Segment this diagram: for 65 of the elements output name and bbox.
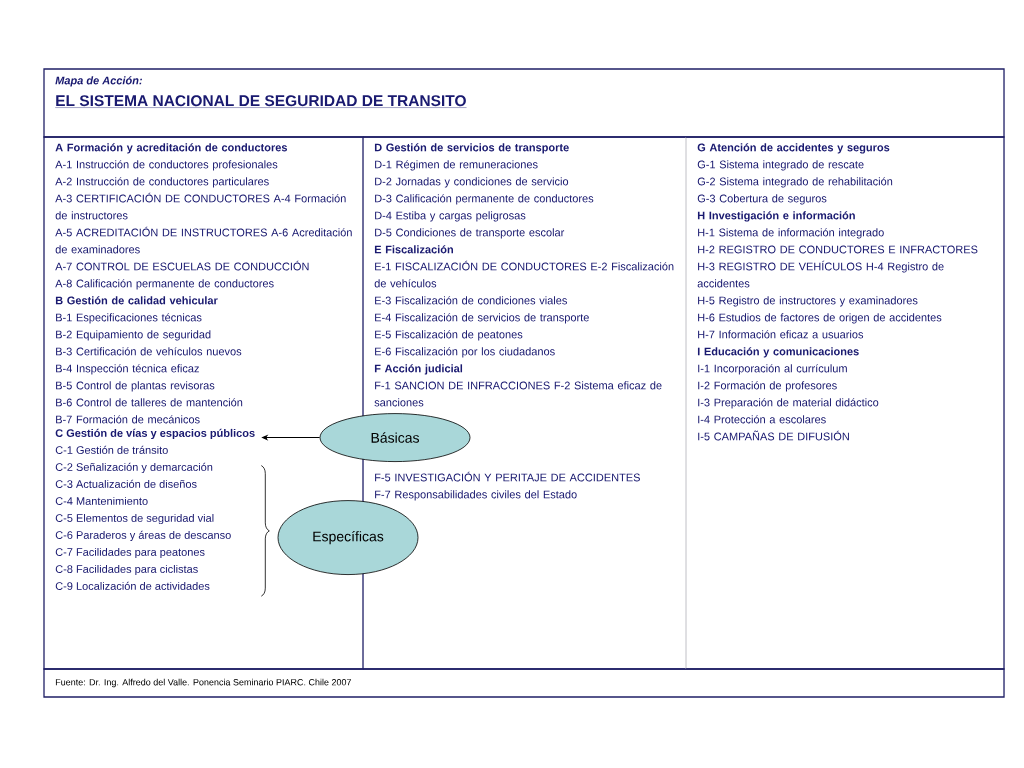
subtitle: Mapa de Acción: [55,76,143,87]
list-item: C-6 Paraderos y áreas de descanso [55,530,231,542]
section-heading: I Educación y comunicaciones [697,347,859,358]
list-item: H-3 REGISTRO DE VEHÍCULOS H-4 Registro de accidentes [697,260,944,288]
list-item: H-6 Estudios de factores de origen de accidentes [698,313,942,324]
list-item: F-7 Responsabilidades civiles del Estado [375,490,577,501]
list-item: B-2 Equipamiento de seguridad [56,330,211,341]
list-item: B-1 Especificaciones técnicas [56,313,202,324]
list-item: E-3 Fiscalización de condiciones viales [375,296,567,305]
list-item: I-5 CAMPAÑAS DE DIFUSIÓN [698,430,849,441]
list-item: A-7 CONTROL DE ESCUELAS DE CONDUCCIÓN [55,260,309,271]
list-item: A-1 Instrucción de conductores profesionales [55,160,278,171]
list-item: C-9 Localización de actividades [55,581,210,590]
list-item: E-4 Fiscalización de servicios de transporte [375,313,589,324]
list-item: A-2 Instrucción de conductores particulares [55,177,269,188]
section-heading: C Gestión de vías y espacios públicos [55,428,255,440]
list-item: H-5 Registro de instructores y examinadores [698,296,918,307]
list-item: C-8 Facilidades para ciclistas [55,564,198,576]
section-heading: G Atención de accidentes y seguros [697,143,890,154]
basic-oval: Básicas [319,413,471,462]
table-cell [685,136,1005,670]
section-heading: B Gestión de calidad vehicular [55,296,218,305]
list-item: I-1 Incorporación al currículum [698,364,847,375]
list-item: I-2 Formación de profesores [698,381,837,392]
list-item: C-2 Señalización y demarcación [55,462,213,474]
list-item: E-1 FISCALIZACIÓN DE CONDUCTORES E-2 Fiscalización de vehículos [374,260,674,288]
list-item: H-1 Sistema de información integrado [698,228,884,239]
section-heading: E Fiscalización [374,245,453,254]
section-heading: H Investigación e información [697,211,855,222]
list-item: B-6 Control de talleres de mantención [56,398,243,407]
title: EL SISTEMA NACIONAL DE SEGURIDAD DE TRANSITO [55,95,467,108]
list-item: F-5 INVESTIGACIÓN Y PERITAJE DE ACCIDENTES [375,471,640,482]
list-item: E-5 Fiscalización de peatones [375,330,523,341]
list-item: C-3 Actualización de diseños [55,479,197,488]
list-item: B-3 Certificación de vehículos nuevos [56,347,242,356]
list-item: E-6 Fiscalización por los ciudadanos [375,347,555,358]
list-item: A-3 CERTIFICACIÓN DE CONDUCTORES A-4 Formación de instructores [55,192,346,220]
list-item: B-5 Control de plantas revisoras [56,381,215,392]
list-item: A-5 ACREDITACIÓN DE INSTRUCTORES A-6 Acreditación de examinadores [55,226,352,254]
source-note: Fuente: Dr. Ing. Alfredo del Valle. Ponencia Seminario PIARC. Chile 2007 [55,678,352,688]
specific-oval: Específicas [277,500,419,575]
section-heading: A Formación y acreditación de conductores [55,143,287,154]
list-item: H-7 Información eficaz a usuarios [698,330,864,339]
list-item: F-1 SANCION DE INFRACCIONES F-2 Sistema eficaz de sanciones [374,381,662,407]
list-item: C-4 Mantenimiento [55,496,148,505]
arrow [262,435,321,440]
list-item: B-4 Inspección técnica eficaz [56,364,199,375]
list-item: C-1 Gestión de tránsito [55,445,168,454]
list-item: D-3 Calificación permanente de conductores [375,194,594,205]
list-item: I-4 Protección a escolares [698,415,826,424]
list-item: H-2 REGISTRO DE CONDUCTORES E INFRACTORES [698,245,978,254]
section-heading: D Gestión de servicios de transporte [374,143,569,154]
list-item: I-3 Preparación de material didáctico [698,398,879,409]
list-item: D-1 Régimen de remuneraciones [375,160,538,171]
list-item: G-1 Sistema integrado de rescate [697,160,864,171]
list-item: B-7 Formación de mecánicos [56,415,200,424]
section-heading: F Acción judicial [374,364,463,375]
list-item: D-5 Condiciones de transporte escolar [375,228,565,239]
list-item: C-5 Elementos de seguridad vial [55,513,214,525]
list-item: C-7 Facilidades para peatones [55,547,205,559]
list-item: G-3 Cobertura de seguros [697,194,827,205]
list-item: D-4 Estiba y cargas peligrosas [375,211,526,222]
list-item: G-2 Sistema integrado de rehabilitación [697,177,893,188]
list-item: A-8 Calificación permanente de conductores [55,279,274,290]
list-item: D-2 Jornadas y condiciones de servicio [375,177,569,188]
